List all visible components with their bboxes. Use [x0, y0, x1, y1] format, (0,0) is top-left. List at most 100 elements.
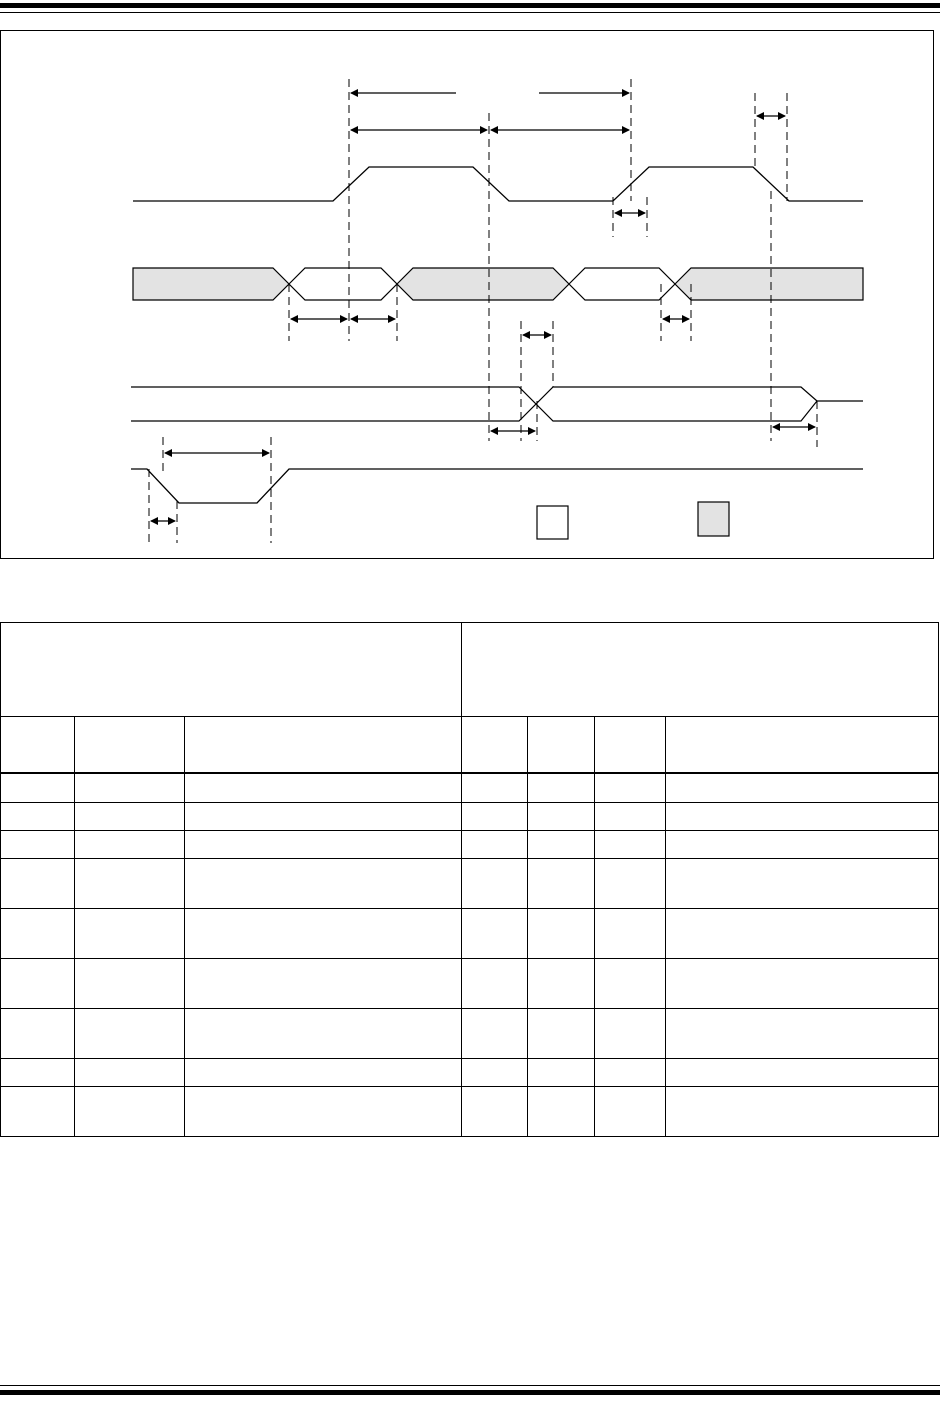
- timing-arrows: [150, 89, 816, 525]
- table-cell: [665, 1008, 940, 1059]
- table-cell: [183, 1058, 463, 1087]
- table-cell: [183, 858, 463, 909]
- legend-box-white: [536, 505, 569, 540]
- bus-segment-shaded-3: [674, 267, 864, 301]
- timing-spec-table: [0, 622, 940, 1137]
- table-cell: [0, 908, 75, 959]
- header-rule-thick: [0, 3, 940, 8]
- table-cell: [665, 958, 940, 1009]
- table-header-group-left: [0, 622, 463, 717]
- table-cell: [74, 802, 185, 831]
- table-cell: [183, 1008, 463, 1059]
- col-header-4: [461, 716, 529, 774]
- col-header-3: [183, 716, 463, 774]
- table-cell: [461, 958, 529, 1009]
- table-cell: [594, 908, 667, 959]
- table-cell: [461, 772, 529, 803]
- col-header-1: [0, 716, 75, 774]
- timing-diagram: [131, 79, 864, 543]
- table-cell: [527, 1008, 596, 1059]
- table-cell: [183, 908, 463, 959]
- table-row: [0, 1086, 940, 1137]
- table-cell: [0, 958, 75, 1009]
- table-cell: [461, 1008, 529, 1059]
- reset-waveform: [131, 468, 863, 504]
- timing-diagram-frame: [0, 30, 934, 559]
- table-cell: [594, 1008, 667, 1059]
- timing-reference-lines: [148, 79, 818, 543]
- table-cell: [665, 1086, 940, 1137]
- table-cell: [594, 1086, 667, 1137]
- col-header-5: [527, 716, 596, 774]
- table-cell: [594, 772, 667, 803]
- table-cell: [74, 1058, 185, 1087]
- data-out-bus: [131, 386, 863, 422]
- table-cell: [461, 1086, 529, 1137]
- table-cell: [527, 830, 596, 859]
- legend-box-gray: [697, 501, 730, 537]
- table-cell: [527, 1058, 596, 1087]
- table-cell: [0, 772, 75, 803]
- bus-segment-shaded-2: [396, 267, 570, 301]
- table-cell: [0, 1058, 75, 1087]
- table-cell: [665, 802, 940, 831]
- table-cell: [461, 1058, 529, 1087]
- table-cell: [74, 908, 185, 959]
- bus-segment-shaded-1: [132, 267, 290, 301]
- table-cell: [0, 1008, 75, 1059]
- table-cell: [665, 858, 940, 909]
- table-cell: [74, 858, 185, 909]
- table-row: [0, 830, 940, 859]
- table-cell: [594, 802, 667, 831]
- table-cell: [74, 1086, 185, 1137]
- table-row: [0, 958, 940, 1009]
- table-cell: [74, 830, 185, 859]
- col-header-6: [594, 716, 667, 774]
- table-cell: [0, 802, 75, 831]
- bus-segment-white-1: [288, 267, 398, 301]
- table-cell: [74, 958, 185, 1009]
- table-row: [0, 1058, 940, 1087]
- table-cell: [74, 1008, 185, 1059]
- table-row: [0, 908, 940, 959]
- table-cell: [183, 1086, 463, 1137]
- header-rule-thin: [0, 12, 940, 13]
- table-cell: [527, 908, 596, 959]
- table-cell: [0, 858, 75, 909]
- table-cell: [461, 802, 529, 831]
- footer-rule-thick: [0, 1390, 940, 1395]
- table-header-group-right: [461, 622, 940, 717]
- table-cell: [183, 802, 463, 831]
- table-cell: [665, 1058, 940, 1087]
- table-cell: [594, 1058, 667, 1087]
- table-cell: [594, 858, 667, 909]
- table-cell: [183, 772, 463, 803]
- footer-rule-thin: [0, 1385, 940, 1386]
- table-cell: [665, 772, 940, 803]
- table-cell: [594, 830, 667, 859]
- table-row: [0, 772, 940, 803]
- bus-segment-white-2: [568, 267, 676, 301]
- table-row: [0, 1008, 940, 1059]
- table-row: [0, 802, 940, 831]
- table-cell: [665, 908, 940, 959]
- table-cell: [0, 830, 75, 859]
- clock-waveform: [133, 166, 863, 202]
- table-cell: [527, 858, 596, 909]
- table-cell: [527, 802, 596, 831]
- col-header-7: [665, 716, 940, 774]
- table-row: [0, 858, 940, 909]
- table-cell: [183, 958, 463, 1009]
- table-cell: [461, 858, 529, 909]
- table-cell: [0, 1086, 75, 1137]
- table-cell: [665, 830, 940, 859]
- table-cell: [527, 958, 596, 1009]
- data-in-bus: [132, 267, 864, 301]
- table-cell: [74, 772, 185, 803]
- table-cell: [527, 1086, 596, 1137]
- col-header-2: [74, 716, 185, 774]
- table-cell: [183, 830, 463, 859]
- table-cell: [461, 830, 529, 859]
- table-cell: [527, 772, 596, 803]
- table-cell: [594, 958, 667, 1009]
